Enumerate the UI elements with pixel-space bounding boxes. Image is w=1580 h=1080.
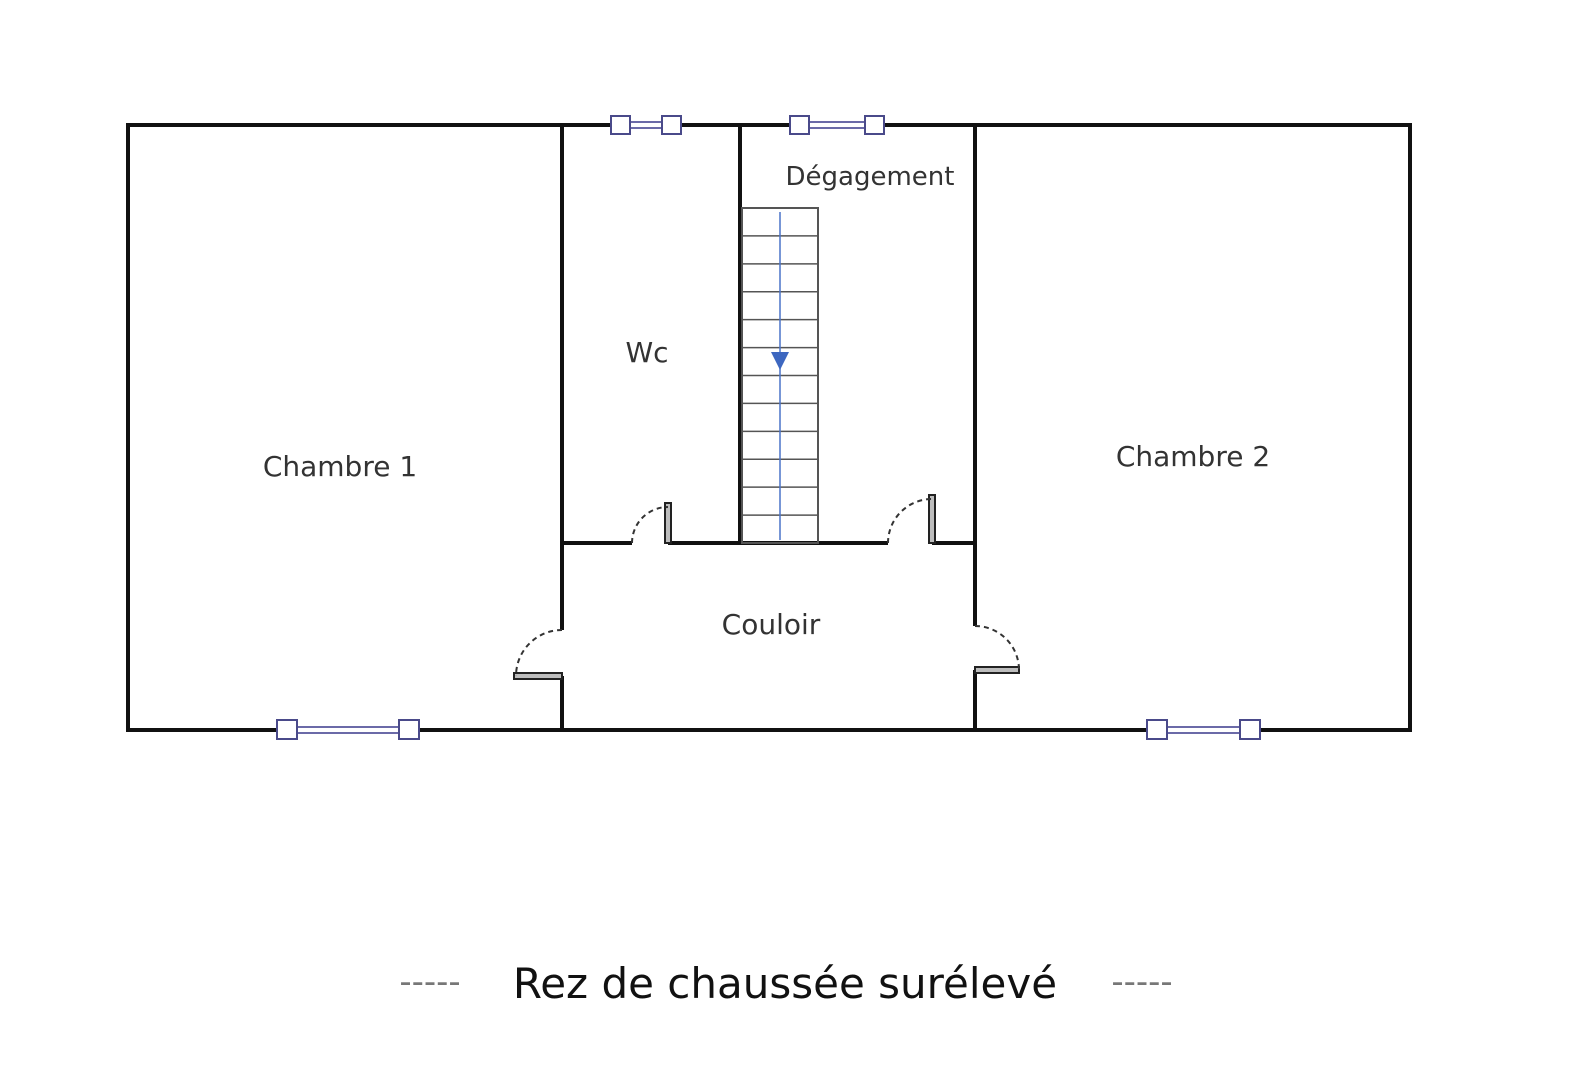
room-label-wc: Wc [625, 336, 668, 369]
window-icon [1146, 719, 1261, 740]
window-icon [610, 115, 682, 135]
window-icon [276, 719, 420, 740]
door-icon [513, 629, 566, 680]
staircase [741, 207, 819, 544]
windows [276, 115, 1261, 740]
room-label-couloir: Couloir [722, 608, 821, 641]
door-icon [971, 625, 1020, 674]
room-label-chambre2: Chambre 2 [1116, 440, 1270, 473]
window-icon [789, 115, 885, 135]
outer-wall [126, 123, 1412, 732]
room-label-chambre1: Chambre 1 [263, 450, 417, 483]
room-label-degagement: Dégagement [786, 162, 955, 192]
doors [513, 494, 1020, 680]
plan-title: Rez de chaussée surélevé [513, 959, 1057, 1008]
caption-dash-left: ----- [399, 962, 460, 1002]
door-icon [887, 494, 936, 547]
arrow-down-icon [771, 352, 789, 370]
caption-dash-right: ----- [1111, 962, 1172, 1002]
door-icon [631, 502, 672, 547]
